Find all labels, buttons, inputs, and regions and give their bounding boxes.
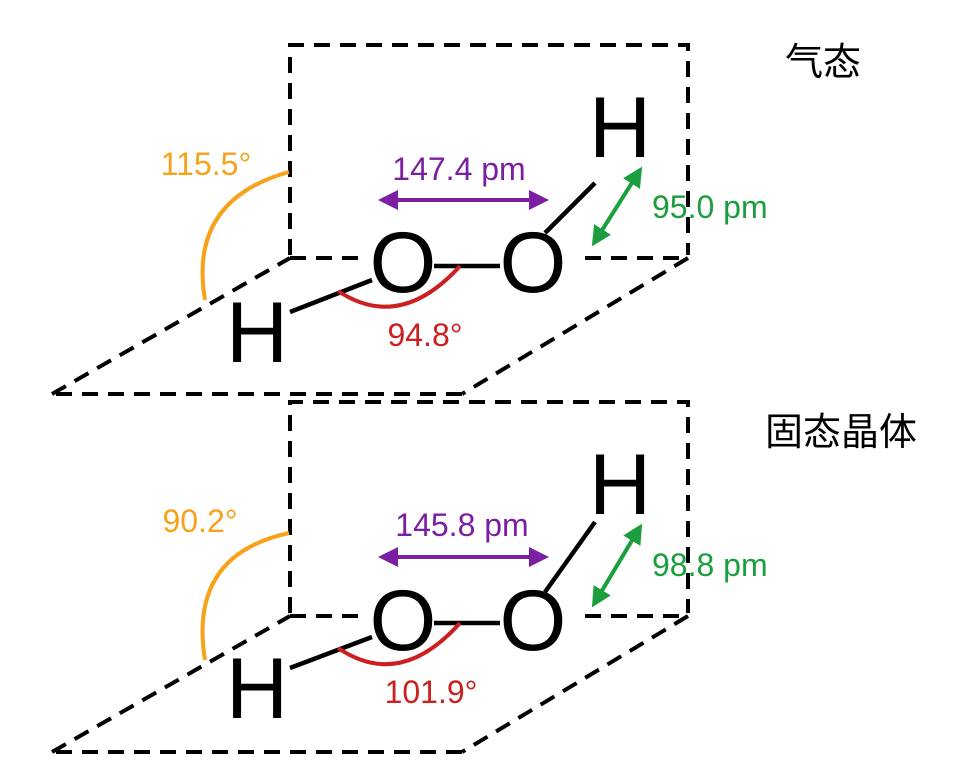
dihedral-angle-label: 115.5°: [161, 146, 252, 182]
oxygen-atom-right: O: [500, 215, 567, 311]
hydrogen-atom-right: H: [589, 80, 651, 176]
oh-length-arrow: [591, 523, 643, 608]
oh-bond-right: [543, 181, 597, 235]
state-label: 气态: [785, 40, 861, 84]
bond-angle-arc: [336, 264, 462, 309]
vertical-plane: [288, 43, 690, 255]
horizontal-plane: [51, 614, 690, 754]
panel-gas: O O H H 115.5° 94.8° 147.4 pm 95.0 pm 气态: [51, 40, 861, 396]
oh-bond-right: [543, 520, 597, 594]
dihedral-angle-arc: [200, 531, 290, 661]
dihedral-angle-arc: [200, 170, 290, 301]
state-label: 固态晶体: [765, 410, 917, 454]
bond-angle-label: 94.8°: [387, 317, 462, 353]
horizontal-plane: [51, 256, 690, 396]
hydrogen-atom-left: H: [226, 285, 288, 381]
oxygen-atom-left: O: [370, 573, 437, 669]
oo-length-label: 147.4 pm: [392, 151, 525, 187]
panel-solid: O O H H 90.2° 101.9° 145.8 pm 98.8 pm 固态…: [51, 400, 917, 754]
oh-bond-left: [289, 277, 373, 315]
vertical-plane: [288, 400, 690, 613]
bond-angle-arc: [336, 621, 462, 667]
dihedral-angle-label: 90.2°: [162, 503, 237, 539]
bond-angle-label: 101.9°: [385, 674, 478, 710]
oh-length-arrow: [591, 166, 643, 247]
oxygen-atom-right: O: [500, 573, 567, 669]
oh-length-label: 95.0 pm: [652, 189, 768, 225]
oo-length-label: 145.8 pm: [395, 507, 528, 543]
oh-bond-left: [289, 634, 373, 671]
oh-length-label: 98.8 pm: [652, 547, 768, 583]
hydrogen-atom-right: H: [589, 437, 651, 533]
hydrogen-atom-left: H: [226, 641, 288, 737]
